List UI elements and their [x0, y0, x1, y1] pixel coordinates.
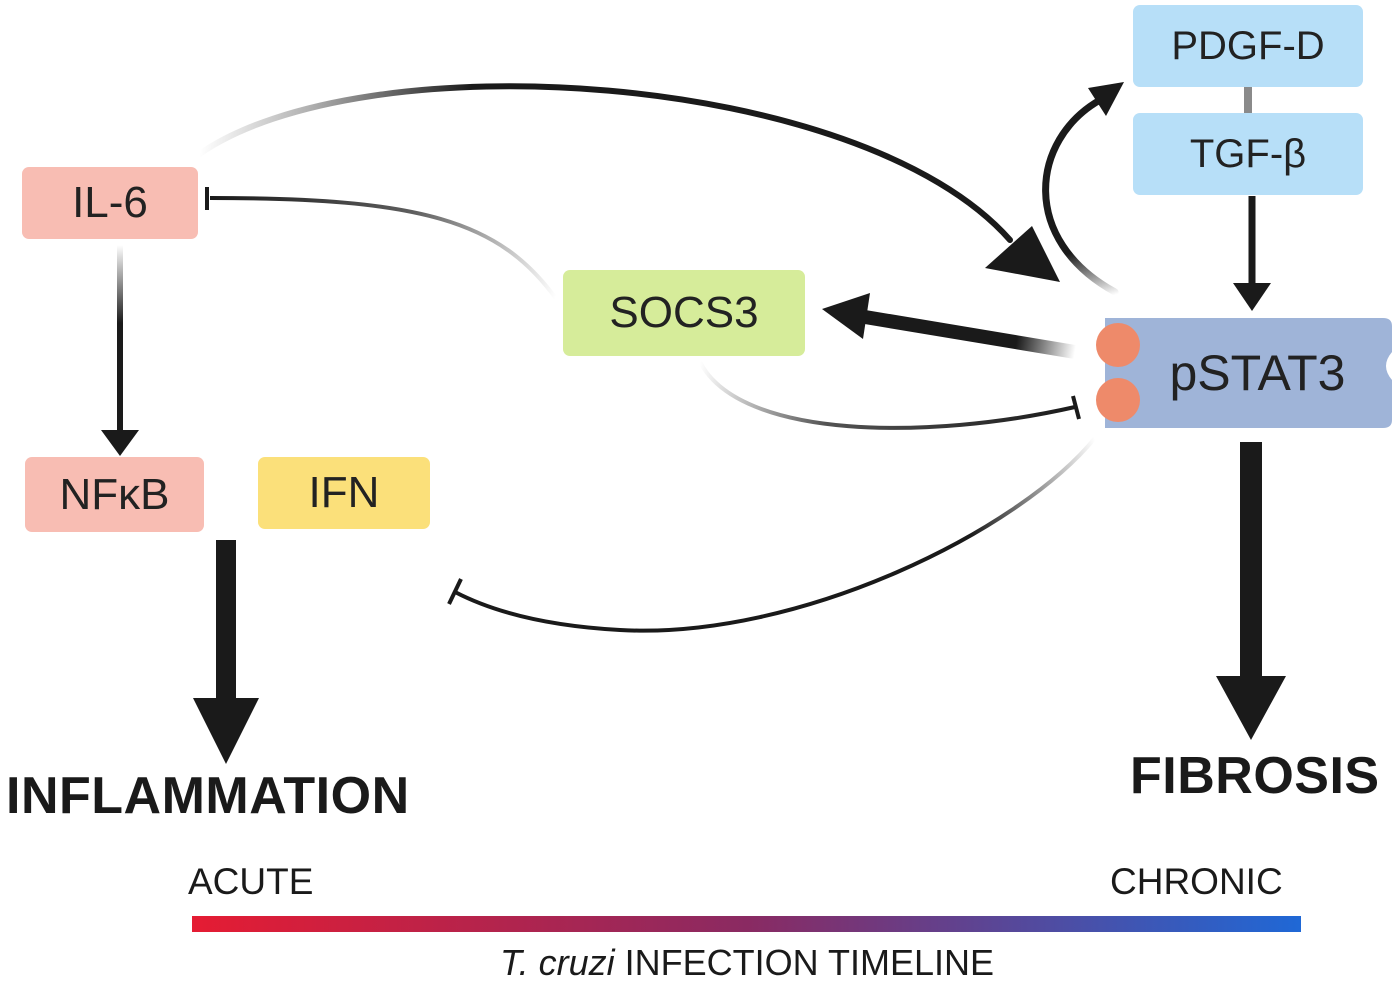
node-socs3: SOCS3	[563, 270, 805, 356]
pstat3-phospho-dot-bottom	[1096, 378, 1140, 422]
node-pstat3-label: pSTAT3	[1169, 345, 1346, 401]
timeline-end-label: CHRONIC	[1110, 861, 1283, 902]
timeline-caption: T. cruzi INFECTION TIMELINE	[0, 942, 1399, 984]
node-il6: IL-6	[22, 167, 198, 239]
arrowhead-il6-to-pstat3	[985, 226, 1060, 282]
pstat3-phospho-dot-top	[1096, 323, 1140, 367]
node-ifn-label: IFN	[308, 468, 380, 517]
node-tgfb-label: TGF-β	[1189, 131, 1307, 176]
arrowhead-nfkb-to-inflammation	[193, 698, 259, 764]
arrowhead-pstat3-to-pdgfd	[1088, 82, 1124, 116]
node-il6-label: IL-6	[72, 178, 148, 227]
edge-il6-to-pstat3	[195, 83, 1013, 243]
node-nfkb: NFκB	[25, 457, 204, 532]
inhibitor-bar-ifn	[447, 578, 463, 605]
edge-socs3-inhibits-il6	[209, 196, 559, 302]
timeline-gradient-bar	[192, 916, 1301, 932]
node-pdgfd: PDGF-D	[1133, 5, 1363, 87]
arrowhead-tgfb-to-pstat3	[1233, 283, 1271, 311]
arrowhead-pstat3-to-fibrosis	[1216, 676, 1286, 740]
outcome-inflammation: INFLAMMATION	[6, 767, 410, 825]
node-nfkb-label: NFκB	[59, 469, 170, 519]
node-socs3-label: SOCS3	[609, 288, 759, 337]
node-tgfb: TGF-β	[1133, 113, 1363, 195]
inhibitor-bar-pstat3	[1071, 395, 1081, 420]
outcome-fibrosis: FIBROSIS	[1130, 747, 1380, 805]
arrowhead-il6-to-nfkb	[101, 430, 139, 456]
timeline-species: T. cruzi	[499, 942, 615, 983]
edge-nfkb-to-inflammation	[216, 540, 236, 700]
node-pdgfd-label: PDGF-D	[1171, 23, 1325, 68]
edge-pstat3-inhibits-ifn	[454, 436, 1097, 633]
timeline-caption-text: INFECTION TIMELINE	[624, 942, 995, 983]
edge-pstat3-to-pdgfd	[1042, 96, 1119, 296]
node-ifn: IFN	[258, 457, 430, 529]
edge-pstat3-to-socs3	[863, 310, 1077, 359]
pstat3-shape	[1105, 318, 1392, 428]
edge-socs3-inhibits-pstat3	[698, 361, 1076, 430]
edge-pstat3-to-fibrosis	[1240, 442, 1262, 678]
arrowhead-pstat3-to-socs3	[822, 293, 870, 339]
timeline-start-label: ACUTE	[188, 861, 314, 902]
